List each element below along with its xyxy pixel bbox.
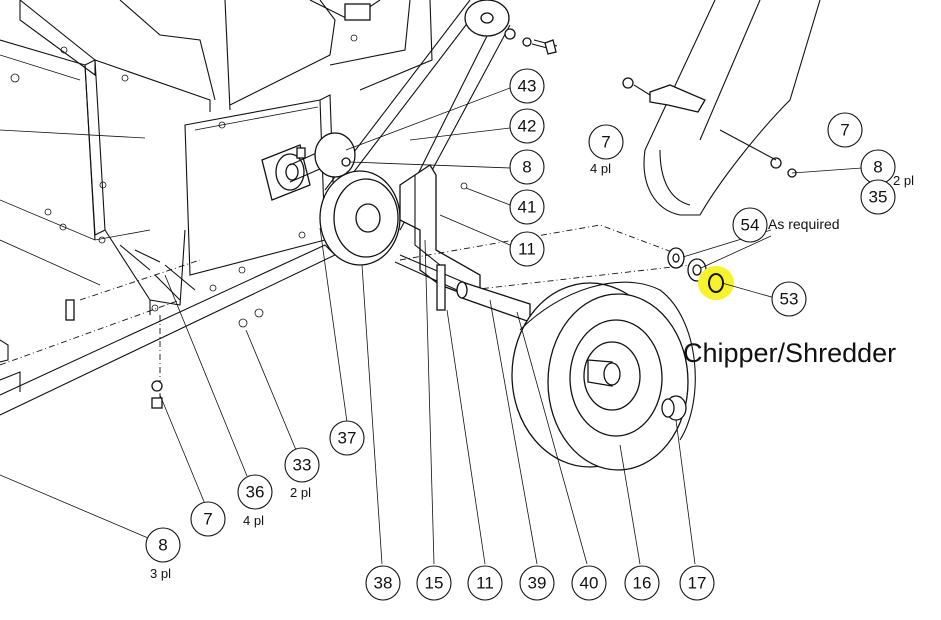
pulley-belt-drawing <box>261 0 511 311</box>
callout-number: 35 <box>869 188 888 207</box>
callout-number: 42 <box>518 117 537 136</box>
callout-36: 36 <box>237 474 273 510</box>
qty-label: 3 pl <box>150 566 171 581</box>
callout-42: 42 <box>509 108 545 144</box>
callout-number: 11 <box>476 574 494 593</box>
callout-8: 8 <box>509 149 545 185</box>
callout-43: 43 <box>509 68 545 104</box>
callout-number: 11 <box>518 240 536 259</box>
callout-11: 11 <box>509 231 545 267</box>
callout-54: 54 <box>732 207 768 243</box>
callout-number: 37 <box>338 429 357 448</box>
callout-number: 16 <box>633 574 652 593</box>
qty-label: 2 pl <box>893 173 914 188</box>
diagram-title: Chipper/Shredder <box>683 338 896 368</box>
callout-8-right: 8 <box>860 149 896 185</box>
callout-37: 37 <box>329 420 365 456</box>
callout-16: 16 <box>624 565 660 601</box>
callout-number: 8 <box>158 536 167 555</box>
wheel-assembly-drawing <box>399 0 821 471</box>
callout-number: 39 <box>528 574 547 593</box>
callout-number: 53 <box>780 290 799 309</box>
leader-lines <box>0 87 863 565</box>
callout-39: 39 <box>519 565 555 601</box>
callout-number: 7 <box>840 121 849 140</box>
qty-label: 4 pl <box>243 513 264 528</box>
callout-35: 35 <box>860 179 896 215</box>
as-required-note: As required <box>768 216 840 232</box>
callout-8-bottom: 8 <box>145 527 181 563</box>
callout-7-chute: 7 <box>588 124 624 160</box>
callout-number: 7 <box>203 510 212 529</box>
callout-number: 7 <box>601 133 610 152</box>
callout-53: 53 <box>771 281 807 317</box>
callout-41: 41 <box>509 189 545 225</box>
qty-label: 4 pl <box>590 161 611 176</box>
callout-number: 43 <box>518 77 537 96</box>
qty-label: 2 pl <box>290 485 311 500</box>
callout-number: 33 <box>293 456 312 475</box>
callout-number: 17 <box>688 574 707 593</box>
callout-number: 41 <box>518 198 537 217</box>
callout-number: 54 <box>741 216 760 235</box>
callout-38: 38 <box>365 565 401 601</box>
callout-33: 33 <box>284 447 320 483</box>
callout-number: 15 <box>425 574 444 593</box>
callout-7-right: 7 <box>827 112 863 148</box>
callout-40: 40 <box>571 565 607 601</box>
highlight-marker <box>698 266 734 300</box>
callout-number: 40 <box>580 574 599 593</box>
callout-number: 36 <box>246 483 265 502</box>
callout-15: 15 <box>416 565 452 601</box>
callout-number: 38 <box>374 574 393 593</box>
callout-7-bottom: 7 <box>190 501 226 537</box>
callout-number: 8 <box>873 158 882 177</box>
callout-11-bottom: 11 <box>467 565 503 601</box>
callout-17: 17 <box>679 565 715 601</box>
callout-number: 8 <box>522 158 531 177</box>
